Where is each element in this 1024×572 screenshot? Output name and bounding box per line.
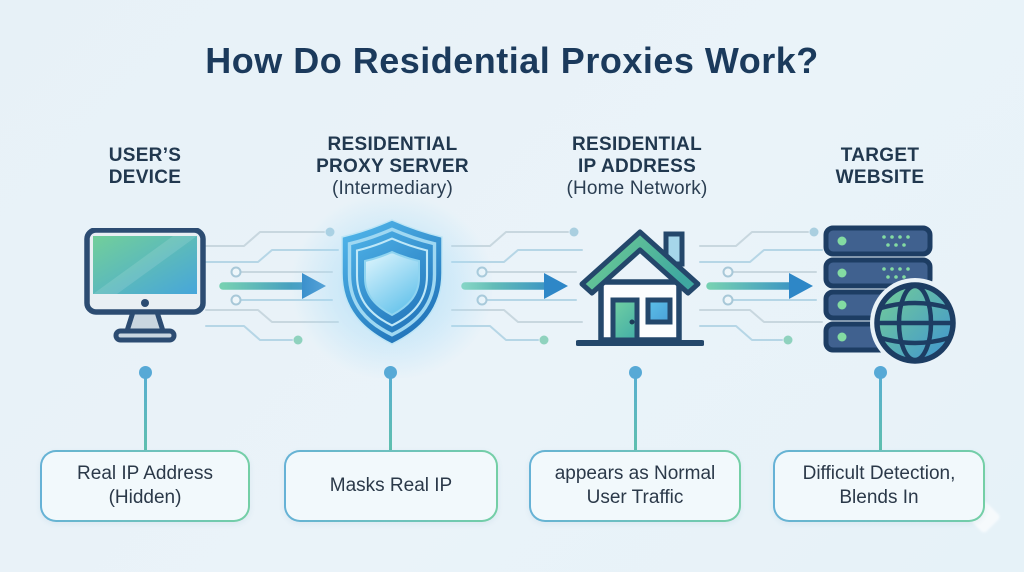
- note-line: Blends In: [839, 487, 919, 508]
- header-proxy-server: RESIDENTIAL PROXY SERVER (Intermediary): [290, 130, 495, 204]
- note-box-difficult-detection: Difficult Detection, Blends In: [773, 450, 985, 522]
- note-line: (Hidden): [108, 487, 182, 508]
- house-icon: [575, 224, 705, 353]
- connector-dot: [628, 366, 642, 379]
- note-line: appears as Normal: [554, 463, 716, 484]
- note-box-masks-real-ip: Masks Real IP: [284, 450, 498, 522]
- connector-proxy-server: [383, 366, 397, 450]
- heading-line: WEBSITE: [835, 167, 925, 188]
- note-line: Masks Real IP: [329, 475, 453, 496]
- heading-subline: (Intermediary): [331, 178, 454, 199]
- heading-line: DEVICE: [108, 167, 182, 188]
- note-box-real-ip-hidden: Real IP Address (Hidden): [40, 450, 250, 522]
- note-line: Difficult Detection,: [802, 463, 956, 484]
- heading-line: RESIDENTIAL: [572, 134, 702, 155]
- shield-icon: [337, 216, 447, 353]
- page-title: How Do Residential Proxies Work?: [205, 40, 819, 81]
- connector-dot: [383, 366, 397, 379]
- header-users-device: USER’S DEVICE: [45, 130, 245, 204]
- flow-arrow-3: [706, 273, 813, 299]
- connector-dot: [138, 366, 152, 379]
- heading-line: PROXY SERVER: [316, 156, 469, 177]
- note-box-normal-user-traffic: appears as Normal User Traffic: [529, 450, 741, 522]
- note-line: User Traffic: [586, 487, 684, 508]
- connector-dot: [873, 366, 887, 379]
- note-line: Real IP Address: [77, 463, 213, 484]
- heading-line: RESIDENTIAL: [327, 134, 458, 155]
- desktop-computer-icon: [80, 227, 210, 353]
- heading-line: IP ADDRESS: [577, 156, 697, 177]
- connector-users-device: [138, 366, 152, 450]
- connector-residential-ip: [628, 366, 642, 450]
- heading-line: TARGET: [840, 145, 920, 166]
- heading-subline: (Home Network): [566, 178, 708, 199]
- header-target-website: TARGET WEBSITE: [780, 130, 980, 204]
- header-residential-ip: RESIDENTIAL IP ADDRESS (Home Network): [532, 130, 742, 204]
- server-globe-icon: [818, 224, 960, 371]
- connector-target-website: [873, 366, 887, 450]
- heading-line: USER’S: [108, 145, 182, 166]
